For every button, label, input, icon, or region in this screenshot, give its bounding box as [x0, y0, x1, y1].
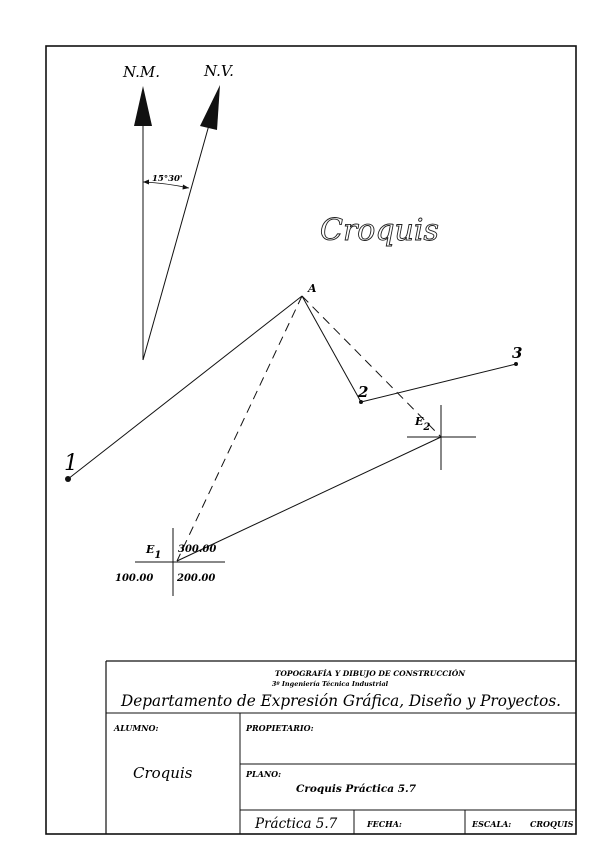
alumno-label: ALUMNO:: [113, 723, 159, 733]
true-north-label: N.V.: [203, 62, 234, 80]
plano-value: Croquis Práctica 5.7: [296, 783, 417, 795]
escala-value: CROQUIS: [530, 819, 574, 829]
escala-label: ESCALA:: [471, 819, 511, 829]
point-3-dot: [514, 362, 518, 366]
station-E1-cross: [135, 528, 225, 596]
line-1-A: [67, 295, 303, 480]
practica-label: Práctica 5.7: [254, 816, 338, 832]
fecha-label: FECHA:: [366, 819, 402, 829]
degree-title: 3º Ingeniería Técnica Industrial: [272, 680, 389, 688]
line-E1-E2: [176, 436, 442, 562]
dashed-A-E1: [176, 295, 303, 562]
label-E1: E1: [145, 543, 161, 561]
title-block: TOPOGRAFÍA Y DIBUJO DE CONSTRUCCIÓN 3º I…: [105, 660, 576, 834]
line-A-2: [301, 295, 362, 403]
e1-z-value: 300.00: [178, 544, 216, 555]
department-title: Departamento de Expresión Gráfica, Diseñ…: [120, 692, 561, 710]
e1-y-value: 200.00: [176, 573, 215, 584]
croquis-title: Croquis: [320, 213, 439, 248]
label-2: 2: [357, 383, 368, 401]
true-north-line: [142, 124, 210, 361]
traverse: [67, 295, 517, 562]
label-E2: E2: [414, 415, 430, 433]
label-A: A: [307, 282, 317, 295]
sheet-border: [45, 45, 577, 835]
propietario-label: PROPIETARIO:: [245, 723, 314, 733]
point-2-dot: [359, 400, 363, 404]
alumno-value: Croquis: [133, 764, 193, 782]
arc-tick-left: [143, 179, 149, 185]
dashed-A-E2: [301, 295, 442, 438]
e1-x-value: 100.00: [115, 573, 153, 584]
point-1-dot: [65, 476, 71, 482]
declination-label: 15°30': [152, 174, 183, 184]
arc-tick-right: [182, 184, 189, 190]
true-north-arrowhead: [200, 85, 220, 130]
magnetic-north-arrowhead: [134, 86, 152, 126]
north-arrows: N.M. N.V. 15°30': [122, 62, 234, 361]
label-3: 3: [512, 344, 522, 362]
station-E2-cross: [407, 405, 476, 470]
plano-label: PLANO:: [245, 769, 281, 779]
course-title: TOPOGRAFÍA Y DIBUJO DE CONSTRUCCIÓN: [275, 669, 466, 678]
magnetic-north-label: N.M.: [122, 63, 160, 81]
label-1: 1: [64, 451, 78, 476]
line-2-3: [360, 363, 517, 403]
